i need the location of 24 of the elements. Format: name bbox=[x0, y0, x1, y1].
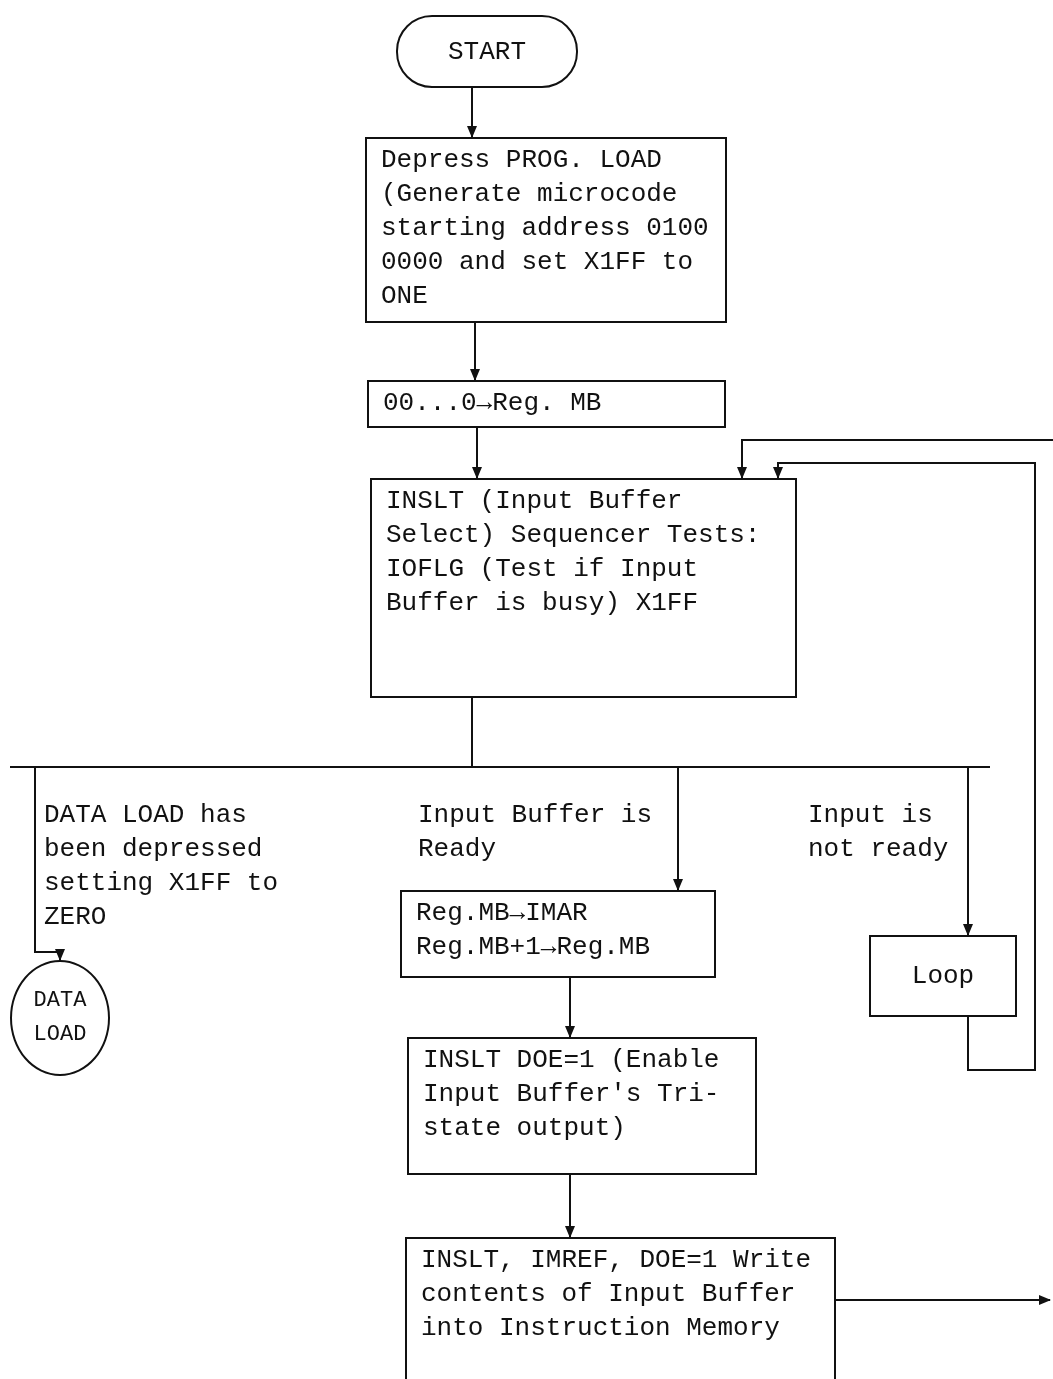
connector-arrow bbox=[737, 439, 1053, 479]
node-text: INSLT, IMREF, DOE=1 Write contents of Input Buffer into Instruction Memory bbox=[421, 1244, 813, 1345]
connector-arrow bbox=[565, 1174, 575, 1238]
process-box bbox=[367, 380, 726, 428]
node-text: START bbox=[448, 35, 526, 69]
connector-arrow bbox=[835, 1295, 1051, 1305]
process-box bbox=[869, 935, 1017, 1017]
node-text: Reg.MB→IMAR Reg.MB+1→Reg.MB bbox=[416, 897, 652, 964]
connector-arrow bbox=[773, 462, 1036, 1071]
node-text: Loop bbox=[911, 960, 975, 993]
node-text: INSLT DOE=1 (Enable Input Buffer's Tri-state output) bbox=[423, 1044, 721, 1145]
node-text: 00...0→Reg. MB bbox=[383, 387, 602, 420]
process-box bbox=[370, 478, 797, 698]
node-text: Depress PROG. LOAD (Generate microcode starting address 0100 0000 and set X1FF to ONE bbox=[381, 144, 710, 313]
connector-arrow bbox=[467, 87, 477, 138]
process-box bbox=[407, 1037, 757, 1175]
process-box bbox=[365, 137, 727, 323]
node-text: INSLT (Input Buffer Select) Sequencer Tests: IOFLG (Test if Input Buffer is busy) X1FF bbox=[386, 485, 762, 620]
process-box bbox=[405, 1237, 836, 1379]
connector-arrow bbox=[470, 322, 480, 381]
process-box bbox=[400, 890, 716, 978]
node-text: DATA LOAD bbox=[32, 987, 88, 1049]
connector-arrow bbox=[565, 977, 575, 1038]
connector-arrow bbox=[472, 427, 482, 479]
